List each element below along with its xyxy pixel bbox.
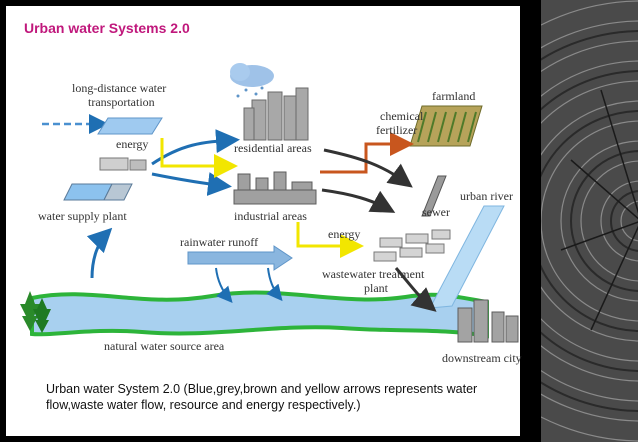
industrial-buildings-icon [233,171,317,205]
label-rainwater: rainwater runoff [180,235,258,249]
water-flow-arrow [151,129,240,166]
energy-flow-arrow [296,222,364,258]
label-energy-mid: energy [328,227,360,241]
label-residential: residential areas [234,141,312,155]
water-flow-arrow [86,227,113,279]
runoff-drop-arrow [215,267,233,304]
label-chemical: chemical [380,109,424,123]
sewer-pipe-icon [421,175,447,217]
resource-flow-arrow [320,132,414,174]
diagram-caption: Urban water System 2.0 (Blue,grey,brown … [46,382,478,412]
label-wastewater: wastewater treatment [322,267,425,281]
label-fertilizer: fertilizer [376,123,417,137]
rain-cloud-icon [230,63,274,98]
label-urban-river: urban river [460,189,513,203]
natural-water-river [30,290,489,339]
label-long-distance: long-distance water [72,81,166,95]
waste-flow-arrow [323,148,413,188]
label-transportation: transportation [88,95,155,109]
wood-texture-image [541,0,638,442]
wastewater-plant-icon [373,229,451,262]
label-water-supply: water supply plant [38,209,127,223]
label-sewer: sewer [422,205,450,219]
runoff-drop-arrow [266,267,283,302]
crop-rows [417,111,477,143]
label-industrial: industrial areas [234,209,307,223]
label-energy-top: energy [116,137,148,151]
water-flow-arrow [151,172,232,196]
label-downstream: downstream city [442,351,522,365]
content-panel: Urban water Systems 2.0 [6,6,522,436]
canal-icon [97,117,163,135]
tree-icon [20,291,51,333]
energy-flow-arrow [160,138,238,178]
rainwater-runoff-arrow [187,245,293,271]
residential-buildings-icon [243,87,309,141]
water-supply-plant-icon [63,157,147,201]
urban-river-channel [429,205,505,309]
waste-flow-arrow [321,188,396,213]
slide-title: Urban water Systems 2.0 [24,20,190,36]
downstream-city-icon [457,299,519,343]
label-farmland: farmland [432,89,475,103]
label-natural-water: natural water source area [104,339,225,353]
urban-water-diagram: long-distance water transportation energ… [20,63,522,365]
label-wastewater-plant: plant [364,281,389,295]
waste-flow-arrow [394,267,437,312]
